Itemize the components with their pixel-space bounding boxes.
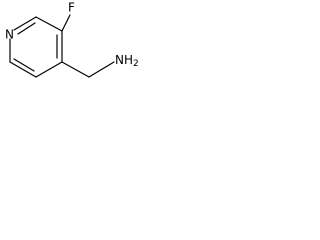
amine-subscript-text: 2: [133, 59, 139, 69]
bond-c2-c3: [35, 16, 63, 32]
amine-group-label: NH2: [115, 53, 139, 69]
bond-ch2-nh2: [88, 61, 115, 78]
bond-n1-c2: [13, 16, 37, 31]
nitrogen-atom-label: N: [5, 28, 14, 42]
chemical-structure-diagram: N F NH2: [5, 1, 139, 78]
amine-nh-text: NH: [115, 53, 133, 67]
fluorine-atom-label: F: [68, 1, 75, 15]
bond-c3-fluorine: [61, 14, 71, 32]
bond-c5-c6: [9, 61, 37, 78]
bond-c4-c5: [35, 61, 63, 78]
bond-c5-c6-inner: [13, 58, 35, 72]
bond-c4-ch2: [61, 61, 90, 78]
bond-n1-c2-inner: [17, 22, 36, 35]
